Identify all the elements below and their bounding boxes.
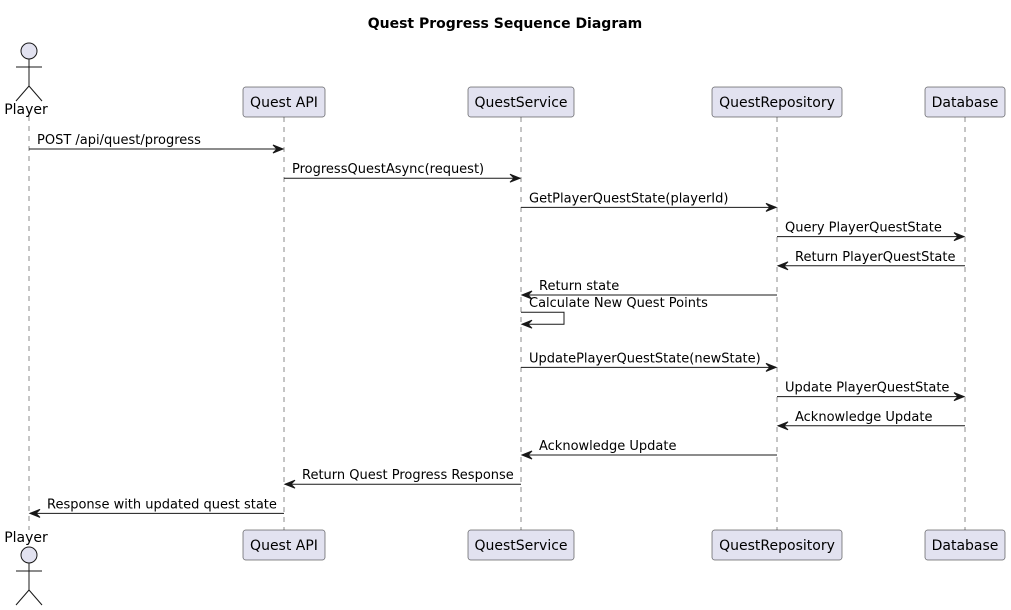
participant-label: QuestRepository [719, 95, 835, 111]
arrowhead-icon [520, 450, 533, 460]
participant-label: QuestService [474, 95, 567, 111]
arrowhead-icon [520, 319, 533, 329]
actor-head-icon [20, 42, 38, 60]
participant-box [467, 86, 575, 118]
message-13: Response with updated quest state [28, 497, 284, 518]
participant-repo: QuestRepository [711, 529, 843, 561]
participant-box [924, 529, 1006, 561]
arrowhead-icon [776, 261, 789, 271]
message-8: UpdatePlayerQuestState(newState) [521, 351, 778, 372]
message-label: Update PlayerQuestState [785, 381, 949, 396]
participant-svc: QuestService [467, 86, 575, 118]
message-arrow [521, 311, 565, 325]
message-5: Return PlayerQuestState [776, 250, 965, 271]
participant-label: Player [4, 102, 48, 118]
participant-box [711, 86, 843, 118]
message-2: ProgressQuestAsync(request) [284, 162, 522, 183]
actor-player: Player [4, 530, 48, 606]
message-9: Update PlayerQuestState [777, 381, 966, 402]
diagram-title: Quest Progress Sequence Diagram [368, 16, 643, 32]
participant-label: QuestRepository [719, 538, 835, 554]
message-label: Return state [539, 279, 619, 294]
actor-leg-icon [15, 85, 30, 102]
participant-label: Database [932, 538, 999, 554]
participant-box [711, 529, 843, 561]
participant-api: Quest API [242, 86, 326, 118]
arrowhead-icon [776, 421, 789, 431]
participant-repo: QuestRepository [711, 86, 843, 118]
participant-label: QuestService [474, 538, 567, 554]
message-6: Return state [520, 279, 777, 300]
message-4: Query PlayerQuestState [777, 221, 966, 242]
arrowhead-icon [272, 144, 285, 154]
message-label: Calculate New Quest Points [529, 296, 708, 311]
message-label: ProgressQuestAsync(request) [292, 162, 484, 177]
arrowhead-icon [520, 290, 533, 300]
participant-box [242, 529, 326, 561]
actor-head-icon [20, 546, 38, 564]
message-label: POST /api/quest/progress [37, 133, 201, 148]
message-10: Acknowledge Update [776, 410, 965, 431]
arrowhead-icon [953, 392, 966, 402]
message-label: Acknowledge Update [795, 410, 933, 425]
participant-label: Quest API [250, 538, 318, 554]
participant-box [924, 86, 1006, 118]
arrowhead-icon [765, 362, 778, 372]
message-label: Return Quest Progress Response [302, 468, 514, 483]
message-3: GetPlayerQuestState(playerId) [521, 191, 778, 212]
participant-db: Database [924, 529, 1006, 561]
arrowhead-icon [509, 173, 522, 183]
participant-label: Database [932, 95, 999, 111]
arrowhead-icon [283, 479, 296, 489]
actor-leg-icon [15, 589, 30, 606]
message-7: Calculate New Quest Points [520, 296, 708, 329]
participant-box [242, 86, 326, 118]
message-label: UpdatePlayerQuestState(newState) [529, 351, 761, 366]
message-label: Acknowledge Update [539, 439, 677, 454]
actor-player: Player [4, 42, 48, 118]
message-label: Response with updated quest state [47, 497, 277, 512]
message-label: Query PlayerQuestState [785, 221, 942, 236]
participant-box [467, 529, 575, 561]
participant-label: Quest API [250, 95, 318, 111]
message-label: GetPlayerQuestState(playerId) [529, 191, 728, 206]
message-1: POST /api/quest/progress [29, 133, 285, 154]
message-label: Return PlayerQuestState [795, 250, 955, 265]
arrowhead-icon [28, 508, 41, 518]
arrowhead-icon [953, 232, 966, 242]
actor-leg-icon [28, 85, 43, 102]
message-11: Acknowledge Update [520, 439, 777, 460]
participant-label: Player [4, 530, 48, 546]
participant-db: Database [924, 86, 1006, 118]
actor-leg-icon [28, 589, 43, 606]
participant-api: Quest API [242, 529, 326, 561]
message-12: Return Quest Progress Response [283, 468, 521, 489]
participant-svc: QuestService [467, 529, 575, 561]
arrowhead-icon [765, 202, 778, 212]
